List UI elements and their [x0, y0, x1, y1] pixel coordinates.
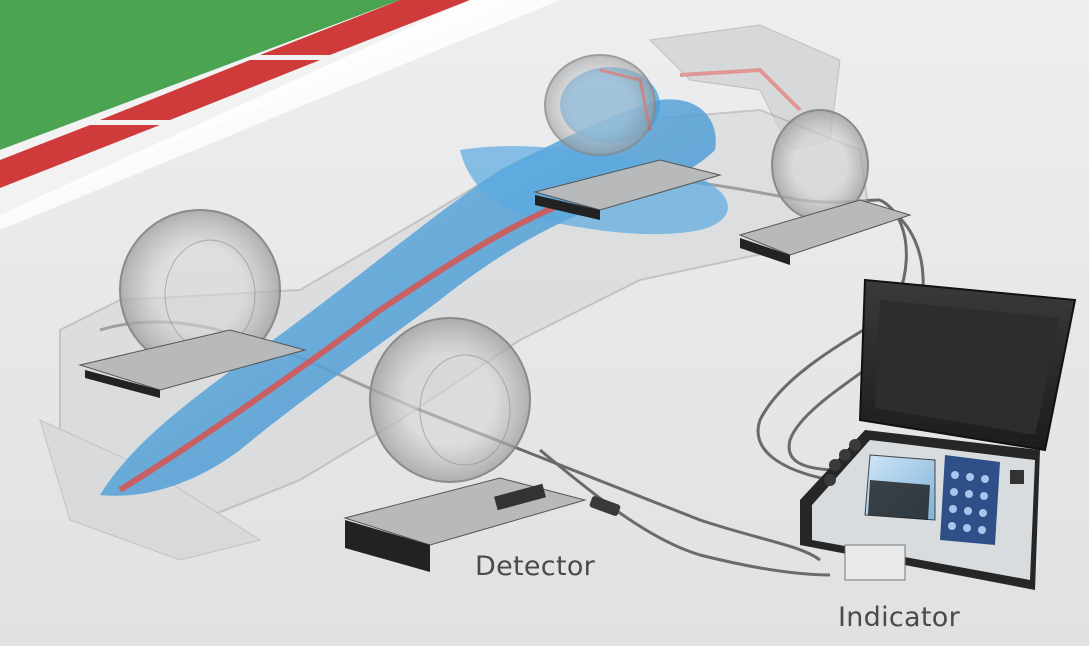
scale-pads: [78, 159, 912, 572]
tires: [119, 54, 869, 483]
scale-pad-icon: [533, 159, 722, 220]
detector-label: Detector: [475, 551, 596, 582]
scale-pad-icon: [343, 477, 587, 572]
indicator-case-icon: [800, 278, 1077, 590]
scale-pad-icon: [78, 329, 307, 398]
cable-connector-icon: [589, 496, 621, 516]
scale-pad-icon: [738, 199, 912, 265]
indicator-label: Indicator: [838, 602, 961, 633]
trackside-curb: [0, 0, 560, 230]
